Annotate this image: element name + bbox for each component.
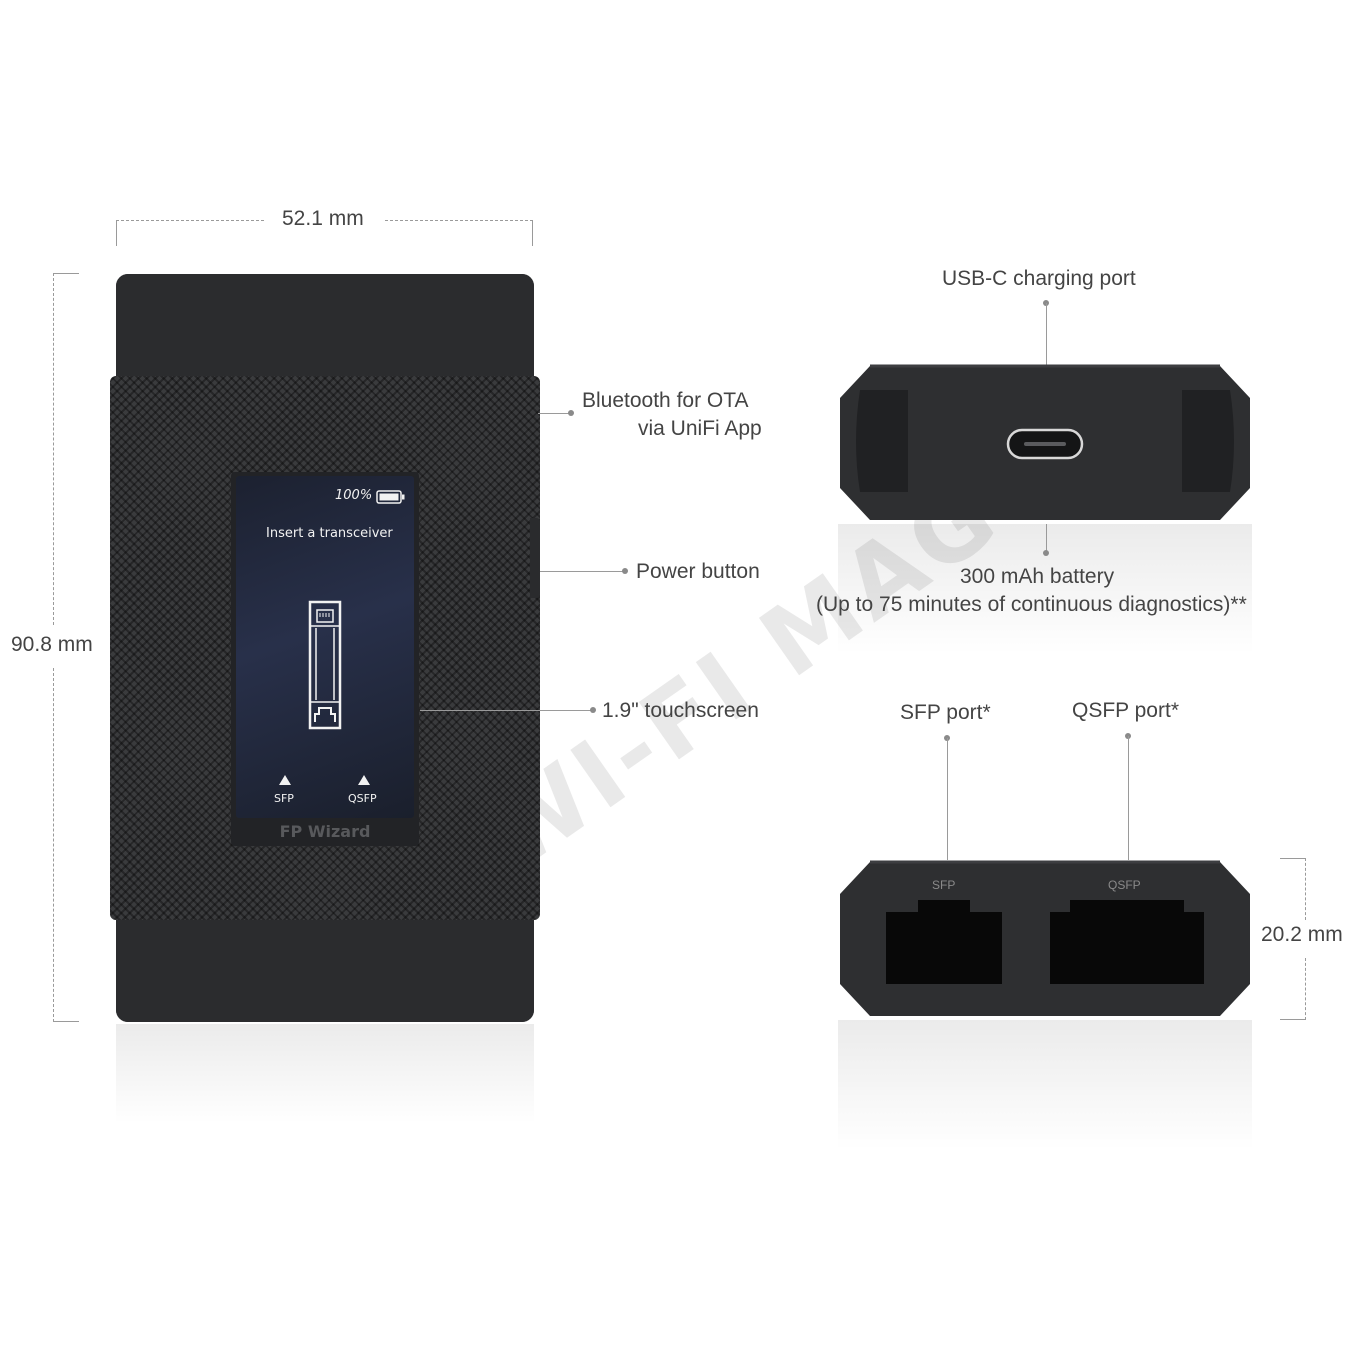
device-front xyxy=(110,274,540,1022)
qsfp-leader xyxy=(1128,736,1129,860)
qsfp-arrow-icon xyxy=(358,775,370,785)
touchscreen-leader-dot xyxy=(590,707,596,713)
height-dim-line-top xyxy=(53,273,54,625)
usb-callout: USB-C charging port xyxy=(942,267,1136,290)
depth-dim-label: 20.2 mm xyxy=(1261,923,1343,947)
sfp-leader xyxy=(947,738,948,860)
bluetooth-callout-line2: via UniFi App xyxy=(638,417,762,440)
sfp-port-icon[interactable] xyxy=(884,898,1004,986)
bluetooth-leader-dot xyxy=(568,410,574,416)
sfp-callout: SFP port* xyxy=(900,701,991,724)
face-qsfp-label: QSFP xyxy=(1108,878,1141,892)
depth-dim-line-bottom xyxy=(1305,958,1306,1020)
face-sfp-label: SFP xyxy=(932,878,956,892)
transceiver-icon xyxy=(308,600,342,730)
bottom-view-reflection xyxy=(838,1020,1252,1150)
device-reflection xyxy=(116,1024,534,1124)
depth-dim-tick-bottom xyxy=(1280,1019,1306,1020)
qsfp-port-icon[interactable] xyxy=(1048,898,1206,986)
device-textured-grip xyxy=(110,376,540,920)
screen-qsfp-label[interactable]: QSFP xyxy=(348,792,377,805)
height-dim-tick-top xyxy=(53,273,79,274)
qsfp-callout: QSFP port* xyxy=(1072,699,1179,722)
width-dim-tick-right xyxy=(532,220,533,246)
height-dim-label: 90.8 mm xyxy=(11,633,93,657)
power-leader-dot xyxy=(622,568,628,574)
power-callout: Power button xyxy=(636,560,760,583)
screen-message: Insert a transceiver xyxy=(266,526,393,541)
depth-dim-line-top xyxy=(1305,858,1306,920)
device-top-cap xyxy=(116,274,534,376)
battery-leader xyxy=(1046,524,1047,552)
width-dim-label: 52.1 mm xyxy=(282,207,364,231)
bluetooth-leader xyxy=(538,413,570,414)
power-leader xyxy=(540,571,624,572)
battery-leader-dot xyxy=(1043,550,1049,556)
touchscreen[interactable]: 100% Insert a transceiver SFP QSFP xyxy=(236,476,414,818)
battery-callout-line2: (Up to 75 minutes of continuous diagnost… xyxy=(816,593,1247,616)
width-dim-line-left xyxy=(116,220,264,221)
width-dim-tick-left xyxy=(116,220,117,246)
usb-c-port-icon[interactable] xyxy=(1006,428,1084,460)
touchscreen-callout: 1.9" touchscreen xyxy=(602,699,759,722)
top-view-reflection xyxy=(838,524,1252,654)
power-button[interactable] xyxy=(530,518,540,598)
bluetooth-callout-line1: Bluetooth for OTA xyxy=(582,389,749,412)
height-dim-tick-bottom xyxy=(53,1021,79,1022)
height-dim-line-bottom xyxy=(53,668,54,1022)
depth-dim-tick-top xyxy=(1280,858,1306,859)
battery-icon xyxy=(376,490,405,504)
battery-percent: 100% xyxy=(335,488,373,503)
width-dim-line-right xyxy=(385,220,533,221)
touchscreen-leader xyxy=(420,710,592,711)
device-brand-text: FP Wizard xyxy=(279,822,371,841)
battery-callout-line1: 300 mAh battery xyxy=(960,565,1115,588)
device-bottom-cap xyxy=(116,920,534,1022)
sfp-arrow-icon xyxy=(279,775,291,785)
screen-sfp-label[interactable]: SFP xyxy=(274,792,294,805)
